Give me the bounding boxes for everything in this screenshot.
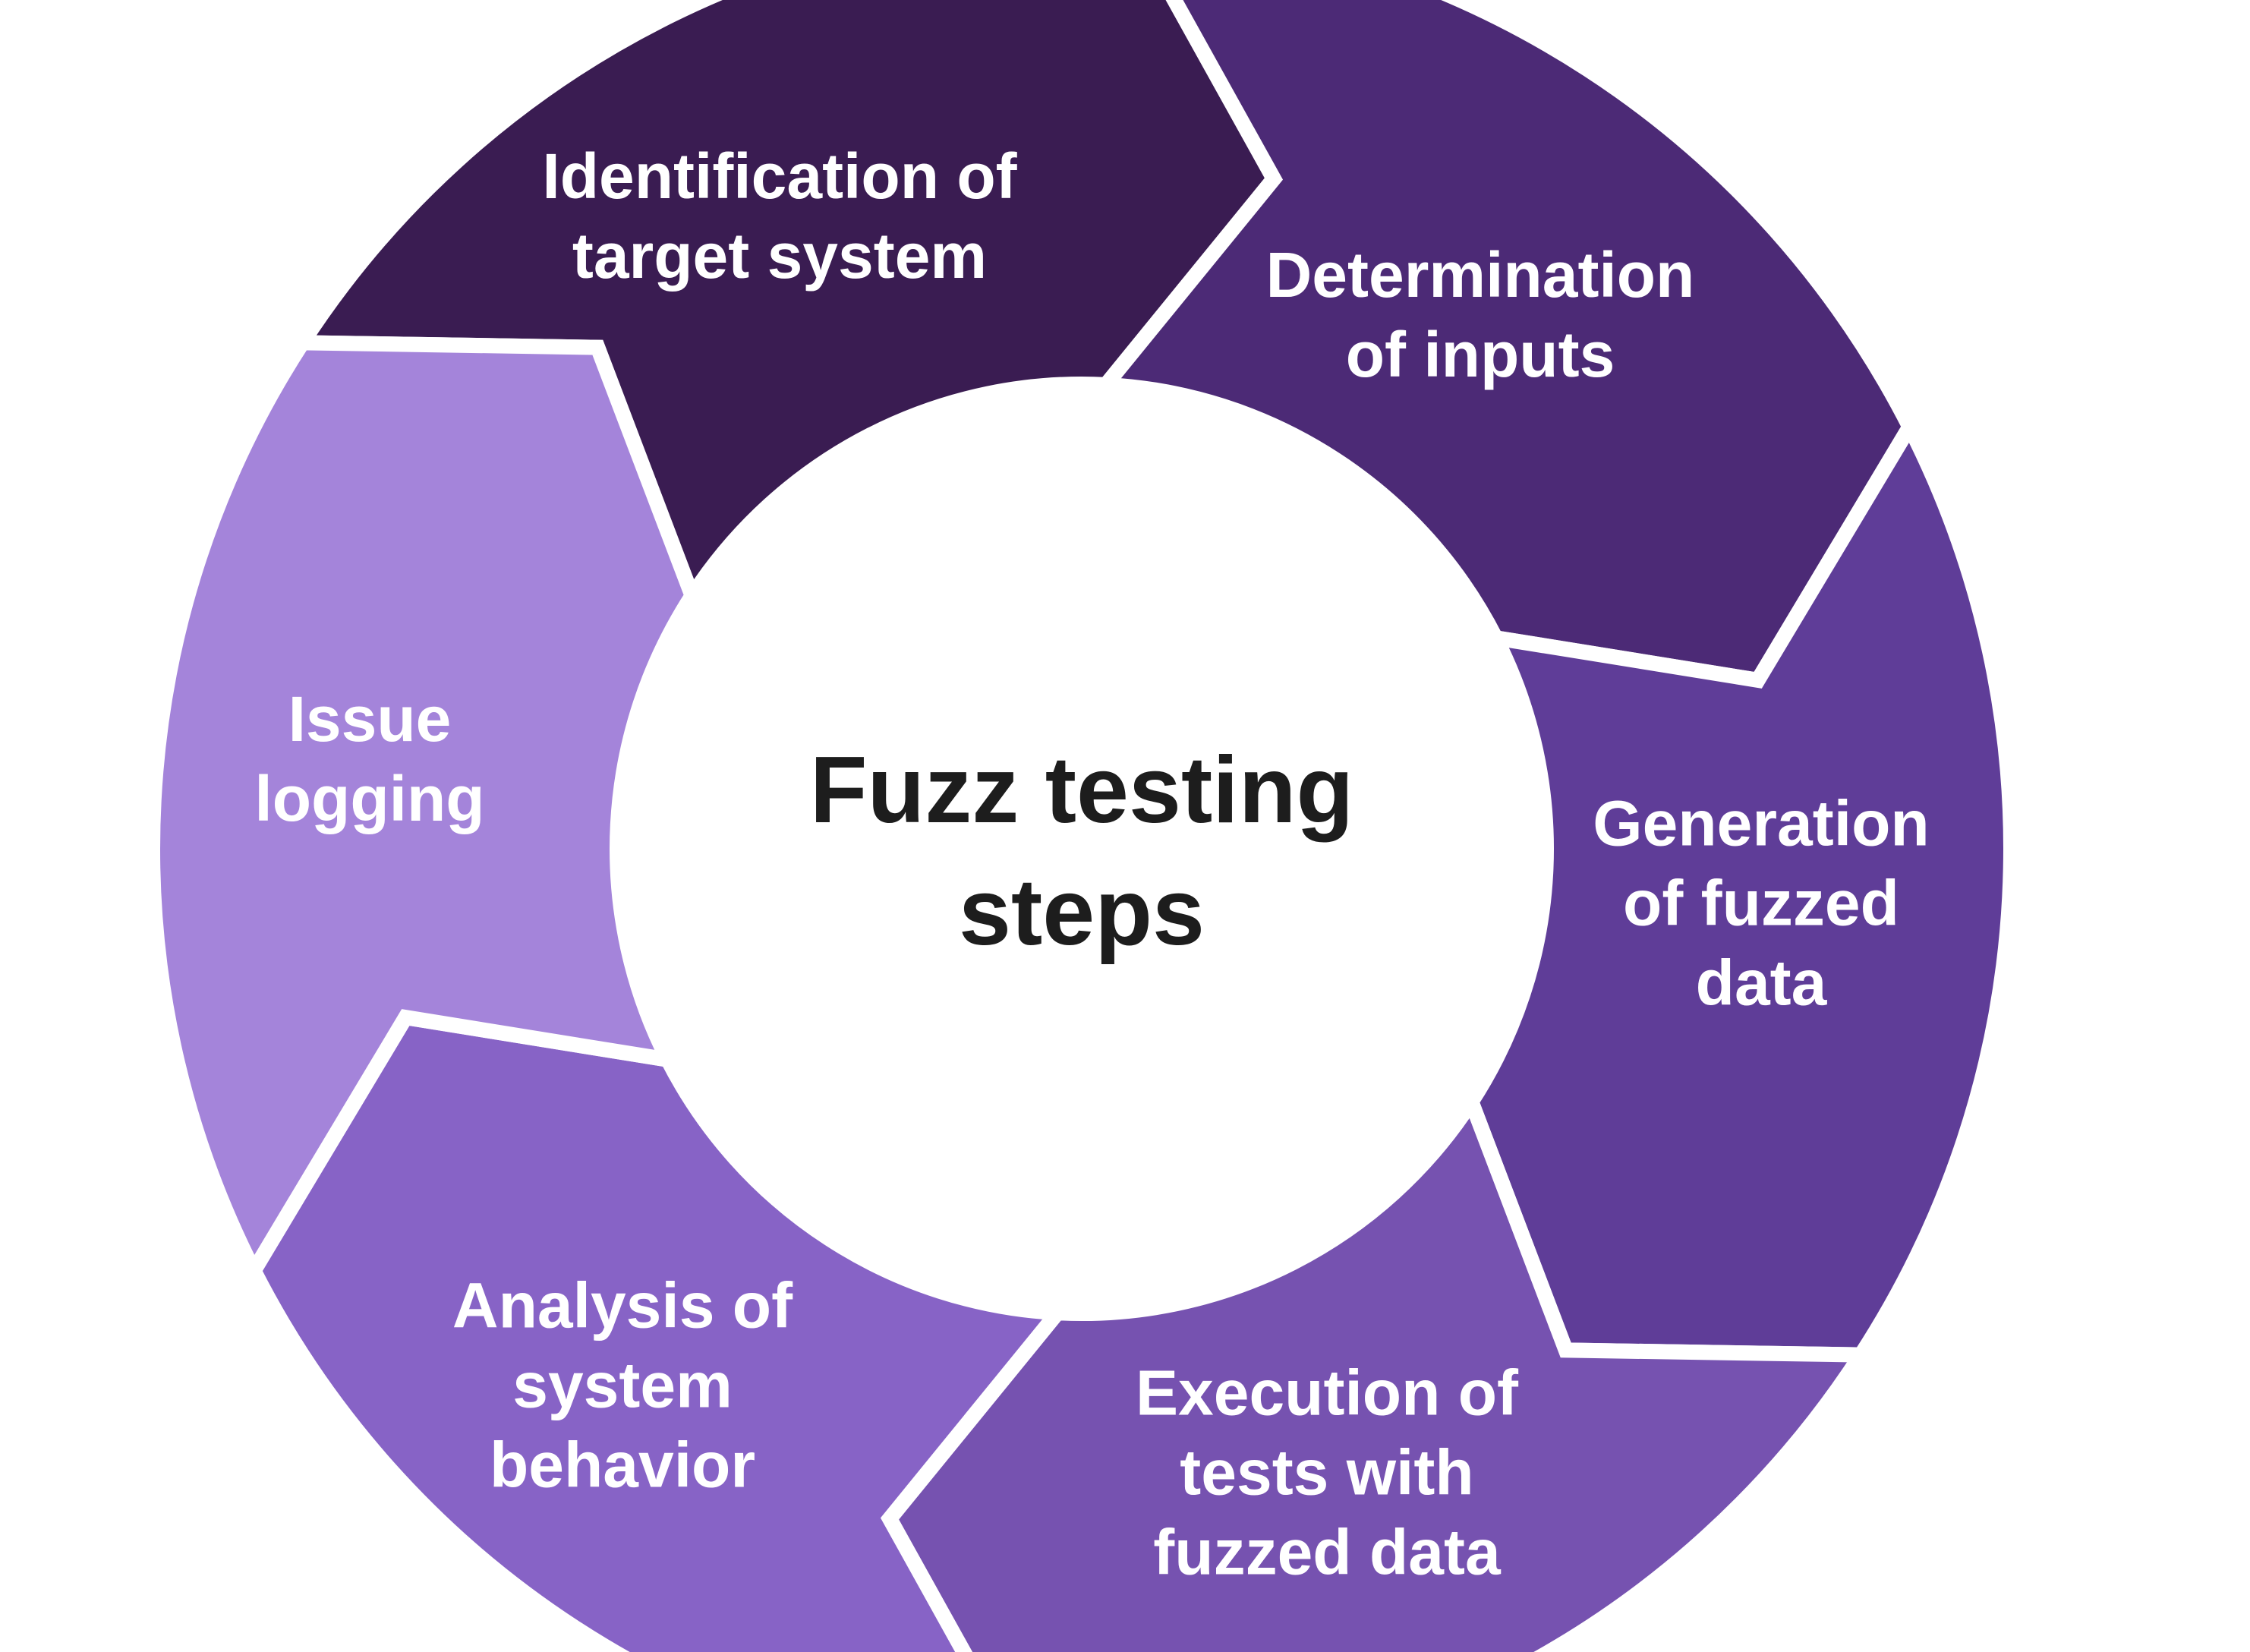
segment-determination	[1090, 0, 1919, 689]
segment-analysis	[244, 1009, 1073, 1652]
segment-issue-logging	[145, 335, 701, 1287]
segment-identification	[288, 0, 1284, 613]
segment-execution	[880, 1085, 1875, 1652]
segment-generation	[1463, 411, 2018, 1363]
